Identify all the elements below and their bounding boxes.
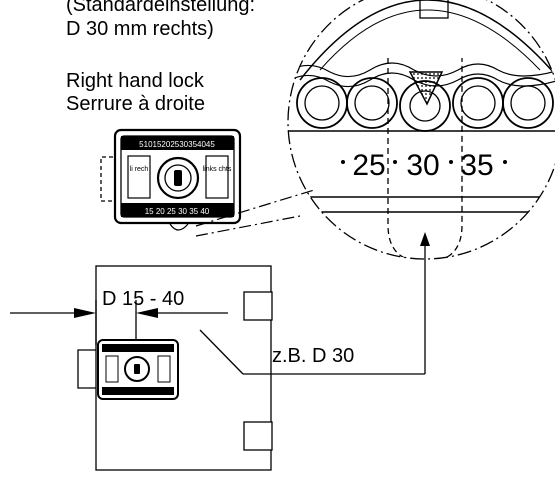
lock-top-strip-text: 51015202530354045 bbox=[139, 140, 215, 149]
lock-caption-line1: Right hand lock bbox=[66, 70, 204, 92]
pointer-triangle bbox=[408, 71, 444, 106]
dimension-right-arrow bbox=[136, 308, 158, 318]
hinge-bottom bbox=[243, 421, 273, 451]
lock-right-panel bbox=[205, 155, 229, 199]
magnified-detail-content: 25 30 35 bbox=[288, 0, 555, 259]
lock-door-bracket bbox=[77, 349, 96, 389]
scale-arrow-head bbox=[420, 232, 430, 246]
dimension-left-arrow bbox=[74, 308, 96, 318]
lock-door-bottom-strip bbox=[102, 387, 174, 395]
scale-label-25: 25 bbox=[352, 149, 385, 182]
header-note-line2: D 30 mm rechts) bbox=[66, 18, 214, 40]
lock-top-keyhole bbox=[174, 170, 182, 186]
scale-dot bbox=[393, 160, 397, 164]
hinge-top bbox=[243, 291, 273, 321]
scale-label-35: 35 bbox=[460, 149, 493, 182]
example-callout bbox=[199, 258, 426, 375]
magnified-detail: 25 30 35 bbox=[287, 0, 555, 260]
scale-dot bbox=[341, 160, 345, 164]
magnifier-circle bbox=[287, 0, 555, 260]
scale-dot bbox=[503, 160, 507, 164]
lock-top: 51015202530354045 15 20 25 30 35 40 li r… bbox=[100, 128, 242, 231]
lock-door-top-strip bbox=[102, 344, 174, 352]
lock-left-panel bbox=[127, 155, 151, 199]
header-note-line1: (Standardeinstellung: bbox=[66, 0, 256, 16]
door-outline bbox=[95, 265, 272, 471]
scale-label-30: 30 bbox=[406, 149, 439, 182]
lock-top-strip bbox=[121, 136, 234, 150]
example-label: z.B. D 30 bbox=[272, 345, 355, 367]
callout-diagonal bbox=[199, 329, 244, 375]
lock-door-keyhole bbox=[134, 364, 140, 374]
lock-bottom-strip-text: 15 20 25 30 35 40 bbox=[145, 207, 210, 216]
lock-door bbox=[77, 339, 179, 400]
lock-top-foot-arc bbox=[169, 223, 189, 231]
leader-line-upper bbox=[195, 189, 315, 227]
dimension-label: D 15 - 40 bbox=[102, 288, 185, 310]
housing-arc-outer bbox=[299, 0, 555, 81]
lock-bottom-strip bbox=[121, 203, 234, 217]
scale-dot bbox=[449, 160, 453, 164]
top-square bbox=[419, 0, 449, 19]
highlight-u-shape bbox=[387, 58, 463, 259]
wave-band-1 bbox=[289, 62, 555, 78]
dial-scale: 25 30 35 bbox=[341, 149, 507, 182]
lock-top-dashed-bracket bbox=[100, 156, 113, 202]
leader-line-lower bbox=[195, 215, 301, 237]
housing-arc-inner bbox=[319, 9, 541, 71]
lock-right-word: links chts bbox=[203, 166, 232, 173]
door-panel bbox=[95, 265, 273, 471]
lock-left-word: li rech bbox=[130, 166, 149, 173]
lock-caption-line2: Serrure à droite bbox=[66, 93, 205, 115]
